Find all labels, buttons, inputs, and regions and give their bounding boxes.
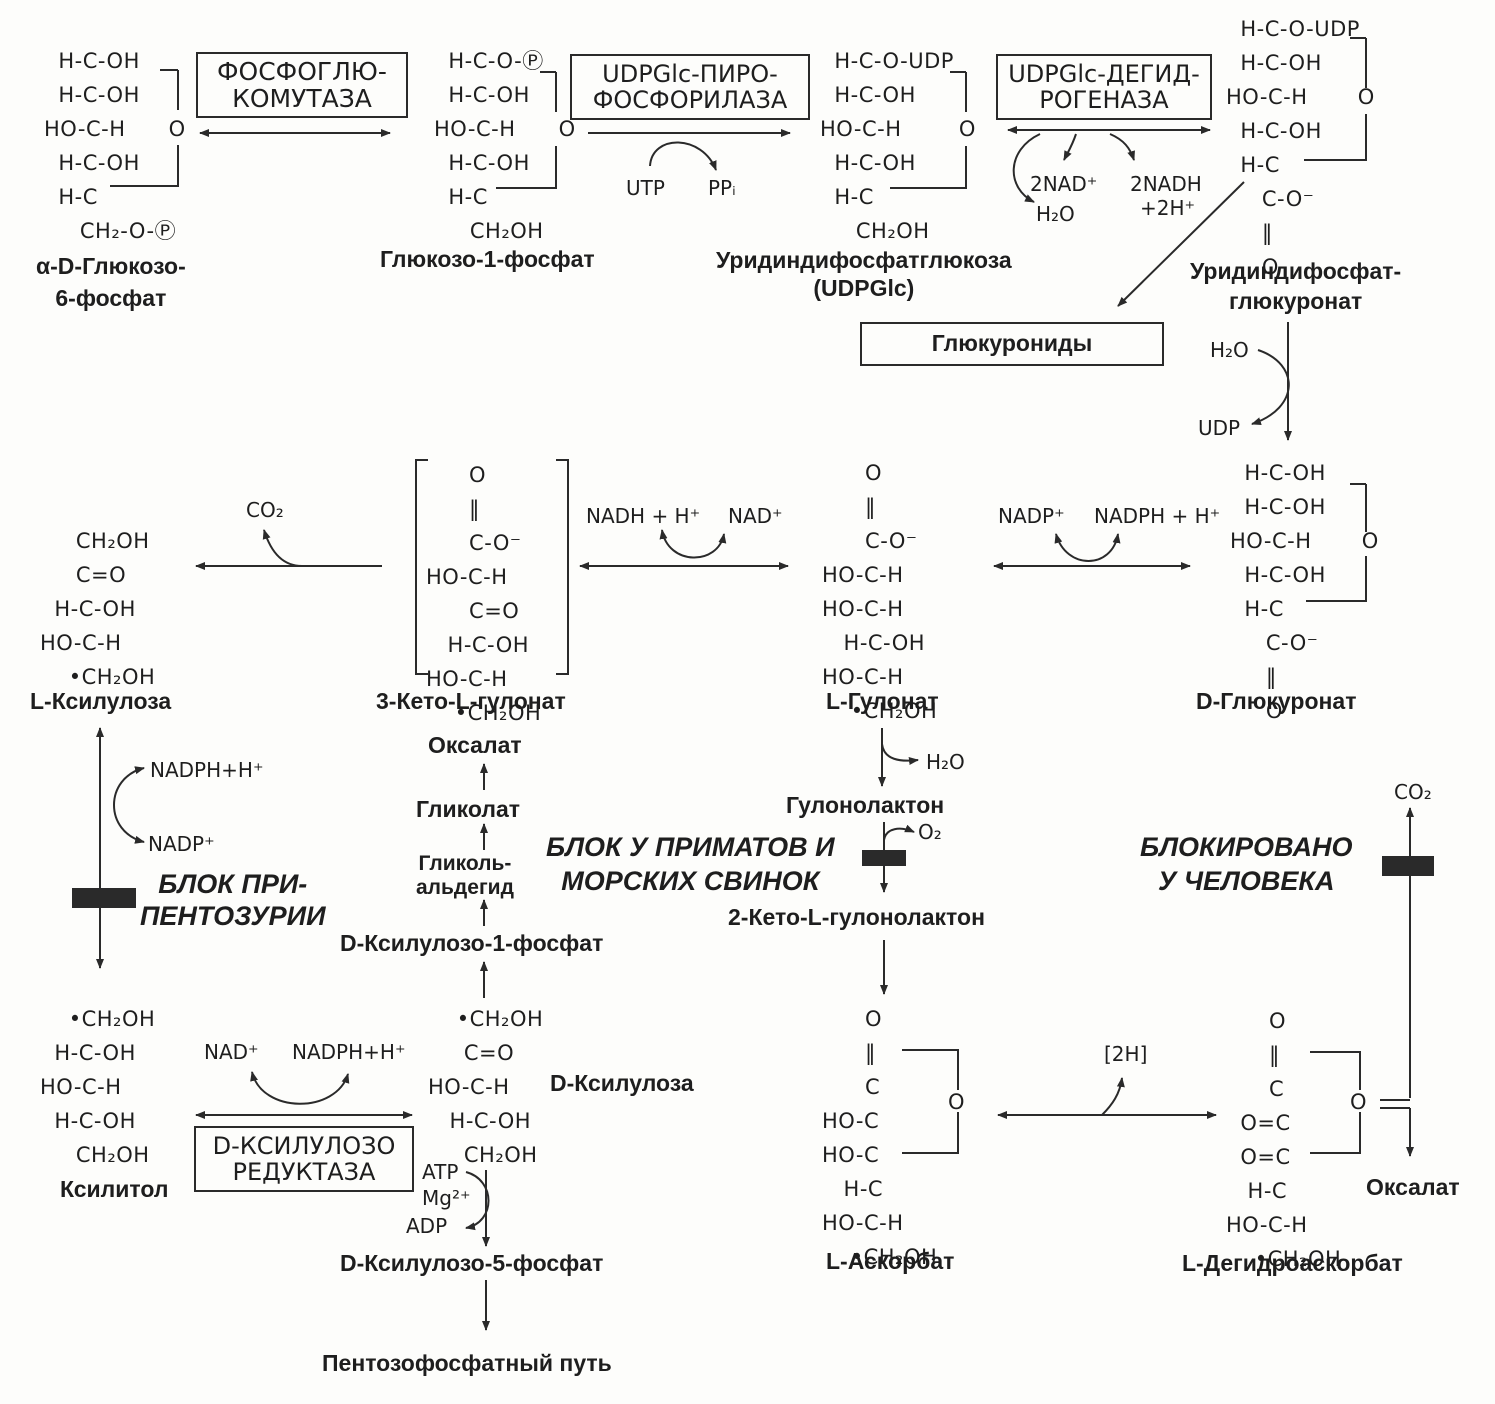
name-udpglc: Уридиндифосфатглюкоза (UDPGlc) xyxy=(716,247,1012,301)
cofactor-utp: UTP xyxy=(626,176,665,200)
cofactor-nadp-b: NADP⁺ xyxy=(148,832,215,856)
name-2-keto-l-gulonolactone: 2-Кето-L-гулонолактон xyxy=(728,904,985,930)
cofactor-mg: Mg²⁺ xyxy=(422,1186,471,1210)
formula-d-glucuronate: H-C-OH H-C-OH HO-C-H O H-C-OH H-C C-O⁻ ‖… xyxy=(1230,461,1379,723)
cofactor-atp: ATP xyxy=(422,1160,459,1184)
name-glycolaldehyde: Гликоль- альдегид xyxy=(416,852,514,899)
block-label-primates: БЛОК У ПРИМАТОВ И МОРСКИХ СВИНОК xyxy=(546,832,835,896)
block-bar-human xyxy=(1382,856,1434,876)
cofactor-plus-2h: +2H⁺ xyxy=(1140,196,1196,220)
formula-3-keto-l-gulonate: O ‖ C-O⁻ HO-C-H C=O H-C-OH HO-C-H •CH₂OH xyxy=(426,463,542,725)
cofactor-nadp-a: NADP⁺ xyxy=(998,504,1065,528)
cofactor-ppi: PPᵢ xyxy=(708,176,736,200)
block-label-pentosuria: БЛОК ПРИ- ПЕНТОЗУРИИ xyxy=(140,869,326,931)
enzyme-phosphoglucomutase: ФОСФОГЛЮ- КОМУТАЗА xyxy=(196,52,408,118)
name-l-gulonate: L-Гулонат xyxy=(826,688,939,714)
name-l-dehydroascorbate: L-Дегидроаскорбат xyxy=(1182,1250,1403,1276)
block-bar-primates xyxy=(862,850,906,866)
enzyme-label: ФОСФОГЛЮ- КОМУТАЗА xyxy=(217,56,387,113)
name-udpglcur: Уридиндифосфат- глюкуронат xyxy=(1190,258,1402,314)
formula-g1p: H-C-O-Ⓟ H-C-OH HO-C-H O H-C-OH H-C CH₂OH xyxy=(434,49,576,243)
cofactor-nad-b: NAD⁺ xyxy=(204,1040,259,1064)
name-g1p: Глюкозо-1-фосфат xyxy=(380,246,595,272)
name-g6p: α-D-Глюкозо- 6-фосфат xyxy=(36,253,186,311)
glucuronides-label: Глюкурониды xyxy=(931,330,1093,357)
name-d-glucuronate: D-Глюкуронат xyxy=(1196,688,1357,714)
enzyme-label: UDPGlc-ПИРО- ФОСФОРИЛАЗА xyxy=(592,59,788,114)
cofactor-o2: O₂ xyxy=(918,820,942,844)
name-xylitol: Ксилитол xyxy=(60,1176,169,1202)
cofactor-2nadh: 2NADH xyxy=(1130,172,1202,196)
name-oxalate-1: Оксалат xyxy=(428,732,522,758)
cofactor-h2o-c: H₂O xyxy=(926,750,965,774)
ring-oxygen-ascorbate: O xyxy=(948,1090,966,1114)
ring-oxygen-dehydroascorbate: O xyxy=(1350,1090,1368,1114)
name-pentose-phosphate-pathway: Пентозофосфатный путь xyxy=(322,1350,612,1376)
formula-d-xylulose: •CH₂OH C=O HO-C-H H-C-OH CH₂OH xyxy=(428,1007,544,1167)
enzyme-udpglc-pyrophosphorylase: UDPGlc-ПИРО- ФОСФОРИЛАЗА xyxy=(570,54,810,120)
name-3-keto-l-gulonate: 3-Кето-L-гулонат xyxy=(376,688,566,714)
cofactor-h2o-a: H₂O xyxy=(1036,202,1075,226)
block-label-human: БЛОКИРОВАНО У ЧЕЛОВЕКА xyxy=(1140,832,1353,896)
cofactor-2h: [2H] xyxy=(1104,1042,1148,1066)
name-d-xylulose: D-Ксилулоза xyxy=(550,1070,694,1096)
block-bar-pentosuria xyxy=(72,888,136,908)
cofactor-2nad: 2NAD⁺ xyxy=(1030,172,1098,196)
enzyme-label: UDPGlc-ДЕГИД- РОГЕНАЗА xyxy=(1008,59,1200,114)
cofactor-nadh-h: NADH + H⁺ xyxy=(586,504,701,528)
cofactor-h2o-b: H₂O xyxy=(1210,338,1249,362)
enzyme-udpglc-dehydrogenase: UDPGlc-ДЕГИД- РОГЕНАЗА xyxy=(996,54,1212,120)
cofactor-udp: UDP xyxy=(1198,416,1241,440)
formula-xylitol: •CH₂OH H-C-OH HO-C-H H-C-OH CH₂OH xyxy=(40,1007,156,1167)
name-glycolate: Гликолат xyxy=(416,796,520,822)
formula-g6p: H-C-OH H-C-OH HO-C-H O H-C-OH H-C CH₂-O-… xyxy=(44,49,186,243)
name-l-xylulose: L-Ксилулоза xyxy=(30,688,172,714)
cofactor-co2-b: CO₂ xyxy=(1394,780,1432,804)
cofactor-co2-a: CO₂ xyxy=(246,498,284,522)
name-gulonolactone: Гулонолактон xyxy=(786,792,945,818)
formula-l-xylulose: CH₂OH C=O H-C-OH HO-C-H •CH₂OH xyxy=(40,529,156,689)
formula-udpglcur: H-C-O-UDP H-C-OH HO-C-H O H-C-OH H-C C-O… xyxy=(1226,17,1375,279)
name-oxalate-2: Оксалат xyxy=(1366,1174,1460,1200)
formula-udpglc: H-C-O-UDP H-C-OH HO-C-H O H-C-OH H-C CH₂… xyxy=(820,49,976,243)
name-x5p: D-Ксилулозо-5-фосфат xyxy=(340,1250,604,1276)
cofactor-nadph-h-a: NADPH + H⁺ xyxy=(1094,504,1221,528)
formula-l-gulonate: O ‖ C-O⁻ HO-C-H HO-C-H H-C-OH HO-C-H •CH… xyxy=(822,461,938,723)
cofactor-adp: ADP xyxy=(406,1214,448,1238)
enzyme-xylulose-reductase: D-КСИЛУЛОЗО РЕДУКТАЗА xyxy=(194,1126,414,1192)
formula-l-dehydroascorbate: O ‖ C O=C O=C H-C HO-C-H •CH₂OH xyxy=(1226,1009,1342,1271)
formula-l-ascorbate: O ‖ C HO-C HO-C H-C HO-C-H •CH₂OH xyxy=(822,1007,938,1269)
cofactor-nadph-h-b: NADPH+H⁺ xyxy=(150,758,264,782)
glucuronides-box: Глюкурониды xyxy=(860,322,1164,366)
cofactor-nad-a: NAD⁺ xyxy=(728,504,783,528)
name-x1p: D-Ксилулозо-1-фосфат xyxy=(340,930,604,956)
cofactor-nadph-h-c: NADPH+H⁺ xyxy=(292,1040,406,1064)
name-l-ascorbate: L-Аскорбат xyxy=(826,1248,955,1274)
enzyme-label: D-КСИЛУЛОЗО РЕДУКТАЗА xyxy=(212,1131,396,1186)
